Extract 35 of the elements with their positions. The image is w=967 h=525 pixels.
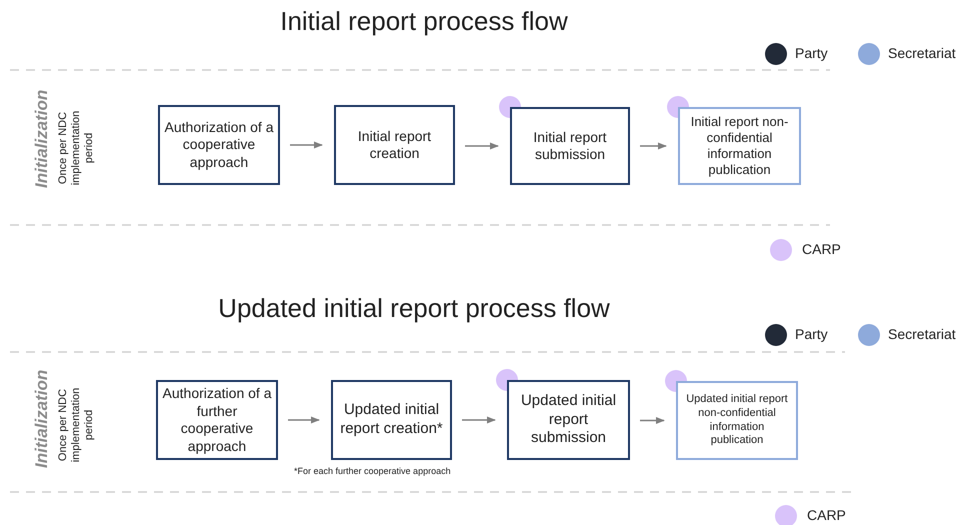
box-text: Updated initial report submission bbox=[520, 392, 618, 448]
arrow bbox=[462, 416, 496, 424]
box-text: Updated initial report creation* bbox=[339, 401, 444, 439]
legend-label: Party bbox=[795, 326, 828, 342]
process-box bbox=[331, 380, 452, 460]
legend-label: CARP bbox=[802, 241, 841, 257]
legend-label: Secretariat bbox=[888, 45, 956, 61]
process-box bbox=[158, 105, 280, 185]
process-box bbox=[507, 380, 630, 460]
process-box bbox=[510, 107, 630, 185]
arrow bbox=[290, 141, 323, 149]
arrow bbox=[640, 142, 667, 150]
legend-label: Secretariat bbox=[888, 326, 956, 342]
box-text: Updated initial report non-confidential information publication bbox=[685, 393, 789, 448]
arrow bbox=[640, 416, 665, 424]
box-text: Authorization of a cooperative approach bbox=[164, 118, 274, 172]
box-text: Initial report non-confidential information publication bbox=[690, 114, 790, 178]
lane-note: Once per NDC implementation period bbox=[57, 110, 96, 188]
arrow bbox=[465, 142, 499, 150]
lane-note: Once per NDC implementation period bbox=[57, 386, 96, 464]
legend-label: CARP bbox=[807, 507, 846, 523]
process-box bbox=[156, 380, 278, 460]
legend-label: Party bbox=[795, 45, 828, 61]
arrow bbox=[288, 416, 320, 424]
process-box bbox=[678, 107, 801, 185]
box-text: Initial report creation bbox=[356, 128, 432, 162]
footnote: *For each further cooperative approach bbox=[294, 466, 451, 476]
lane-label: Initialization bbox=[32, 370, 52, 468]
section-heading: Updated initial report process flow bbox=[218, 293, 610, 324]
box-text: Initial report submission bbox=[532, 128, 608, 164]
box-text: Authorization of a further cooperative approach bbox=[162, 385, 272, 455]
process-box bbox=[334, 105, 455, 185]
process-box bbox=[676, 381, 798, 460]
diagram-title: Initial report process flow bbox=[280, 6, 568, 37]
lane-label: Initialization bbox=[32, 90, 52, 188]
